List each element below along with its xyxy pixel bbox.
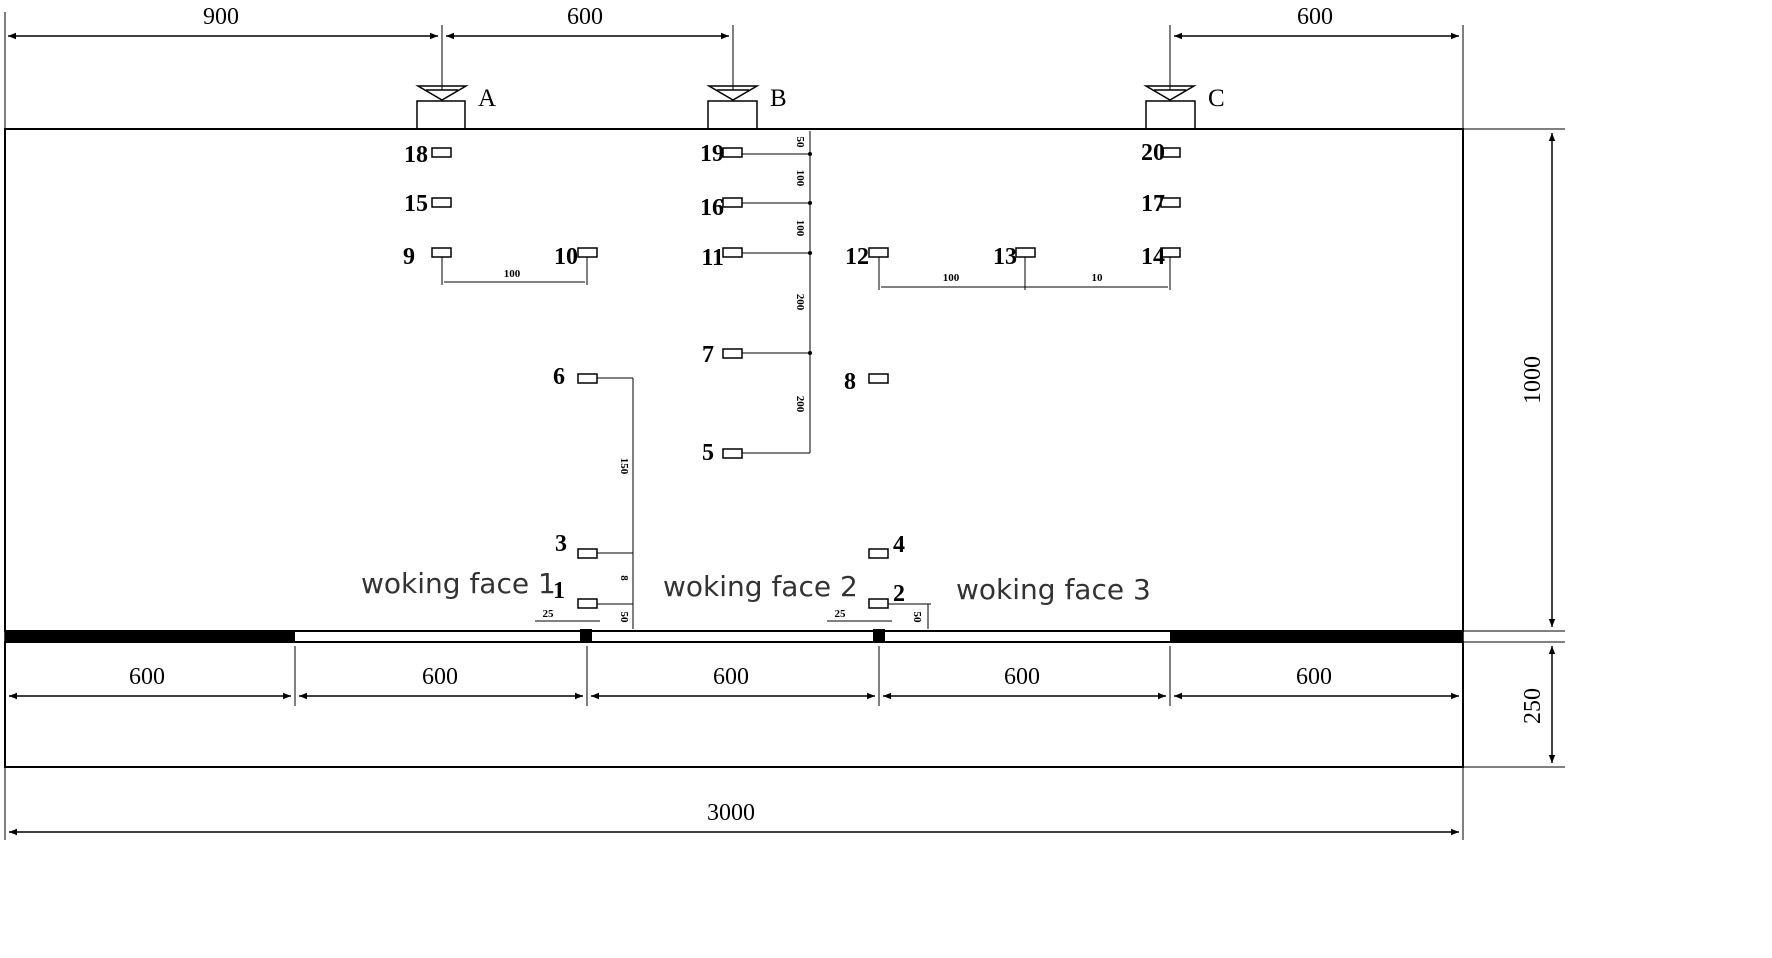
measuring-points: 18 15 9 10 19 16 11 7 5 12 13 14 20 17 6… xyxy=(403,140,1181,609)
point-label-14: 14 xyxy=(1141,244,1165,270)
spacing-13-14: 10 xyxy=(1092,272,1104,284)
point-label-3: 3 xyxy=(555,531,567,557)
spacing-1-floor: 50 xyxy=(618,612,630,624)
right-dimensions: 1000 250 xyxy=(1463,128,1565,768)
dim-top-600-c: 600 xyxy=(1297,4,1333,30)
dim-bottom-3: 600 xyxy=(713,664,749,690)
spacing-16-11: 100 xyxy=(794,220,806,237)
point-box-8 xyxy=(868,373,889,384)
point-box-1 xyxy=(577,598,598,609)
dim-bottom-5: 600 xyxy=(1296,664,1332,690)
point-label-8: 8 xyxy=(844,369,856,395)
point-label-2: 2 xyxy=(893,581,905,607)
point-label-1: 1 xyxy=(553,578,565,604)
point-box-20 xyxy=(1160,147,1181,158)
point-label-17: 17 xyxy=(1141,191,1165,217)
point-label-19: 19 xyxy=(700,141,724,167)
point-box-3 xyxy=(577,548,598,559)
spacing-6-3: 150 xyxy=(618,458,630,475)
dim-top-600-ab: 600 xyxy=(567,4,603,30)
working-face-1: woking face 1 xyxy=(361,567,556,600)
point-label-20: 20 xyxy=(1141,140,1165,166)
point-box-13 xyxy=(1015,247,1036,258)
spacing-12-13: 100 xyxy=(943,272,960,284)
working-faces: woking face 1 woking face 2 woking face … xyxy=(361,567,1151,606)
point-label-13: 13 xyxy=(993,244,1017,270)
point-box-7 xyxy=(722,348,743,359)
support-label-b: B xyxy=(770,85,787,112)
point-box-4 xyxy=(868,548,889,559)
spacing-top-19: 50 xyxy=(794,137,806,149)
point-label-4: 4 xyxy=(893,532,905,558)
point-label-10: 10 xyxy=(554,244,578,270)
point-label-5: 5 xyxy=(702,440,714,466)
top-dimension: 900 600 600 xyxy=(4,4,1464,129)
spacing-11-7: 200 xyxy=(794,294,806,311)
spacing-7-5: 200 xyxy=(794,396,806,413)
point-label-12: 12 xyxy=(845,244,869,270)
point-box-16 xyxy=(722,197,743,208)
spacing-2-floor: 50 xyxy=(911,612,923,624)
point-box-15 xyxy=(431,197,452,208)
point-box-2 xyxy=(868,598,889,609)
dim-total-3000: 3000 xyxy=(707,800,755,826)
support-b: B xyxy=(706,85,787,130)
working-face-2: woking face 2 xyxy=(663,570,858,603)
point-label-9: 9 xyxy=(403,244,415,270)
point-box-11 xyxy=(722,247,743,258)
dim-height-250: 250 xyxy=(1520,688,1546,724)
point-box-9 xyxy=(431,247,452,258)
point-box-10 xyxy=(577,247,598,258)
point-box-19 xyxy=(722,147,743,158)
point-label-6: 6 xyxy=(553,364,565,390)
dim-bottom-1: 600 xyxy=(129,664,165,690)
spacing-dimensions: 100 100 10 50 100 100 200 200 150 8 50 2… xyxy=(441,131,1171,629)
point-label-18: 18 xyxy=(404,142,428,168)
spacing-2-offset: 25 xyxy=(835,608,847,620)
spacing-19-16: 100 xyxy=(794,170,806,187)
working-face-3: woking face 3 xyxy=(956,573,1151,606)
spacing-9-10: 100 xyxy=(504,268,521,280)
point-box-12 xyxy=(868,247,889,258)
point-label-7: 7 xyxy=(702,342,714,368)
support-label-a: A xyxy=(478,85,496,112)
dim-height-1000: 1000 xyxy=(1520,356,1546,404)
coal-seam xyxy=(4,629,1464,643)
dim-top-900: 900 xyxy=(203,4,239,30)
support-a: A xyxy=(415,85,496,130)
support-label-c: C xyxy=(1208,85,1225,112)
point-label-15: 15 xyxy=(404,191,428,217)
point-label-16: 16 xyxy=(700,195,724,221)
base-frame xyxy=(4,641,1464,768)
spacing-1-offset: 25 xyxy=(543,608,555,620)
point-box-6 xyxy=(577,373,598,384)
bottom-dimensions: 600 600 600 600 600 3000 xyxy=(4,646,1464,840)
dim-bottom-2: 600 xyxy=(422,664,458,690)
point-box-17 xyxy=(1160,197,1181,208)
dim-bottom-4: 600 xyxy=(1004,664,1040,690)
point-box-18 xyxy=(431,147,452,158)
point-label-11: 11 xyxy=(701,245,724,271)
point-box-5 xyxy=(722,448,743,459)
support-c: C xyxy=(1143,85,1225,130)
spacing-3-1: 8 xyxy=(618,575,630,581)
